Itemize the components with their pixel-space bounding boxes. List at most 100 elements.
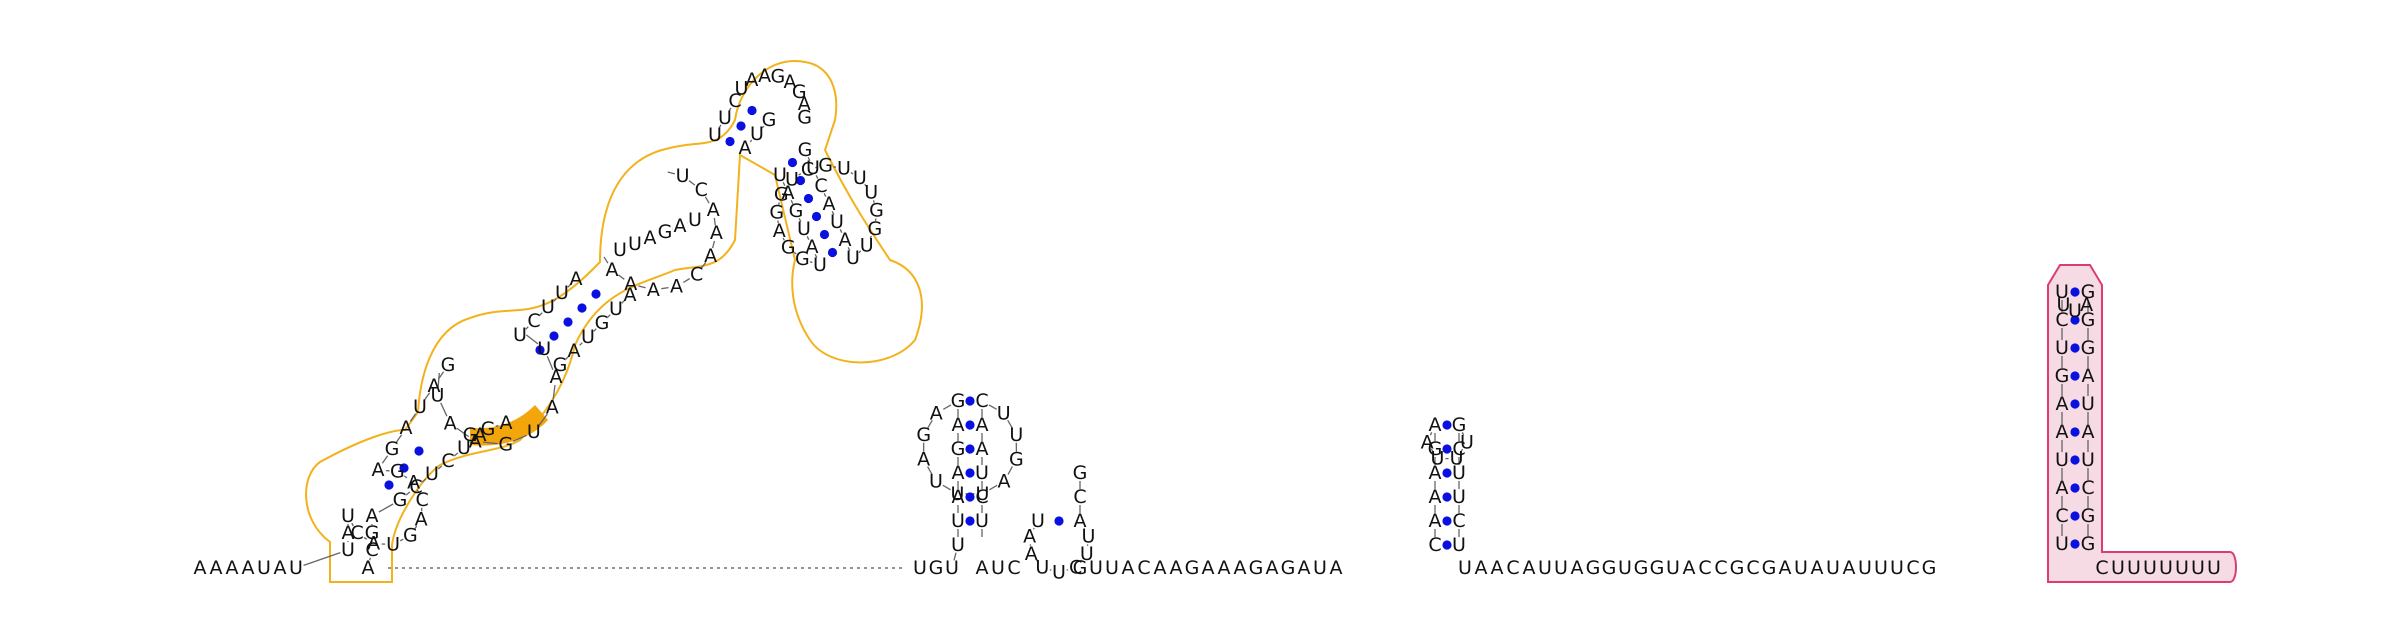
terminator-nucleotide: U xyxy=(2056,294,2070,316)
base-pair-dot xyxy=(577,303,587,313)
nucleotide: A xyxy=(930,402,943,424)
orange-nucleotide: G xyxy=(789,200,804,222)
five-prime-nucleotide: A xyxy=(226,557,239,579)
nucleotide: U xyxy=(929,470,943,492)
terminator-nucleotide: A xyxy=(2056,393,2069,415)
nucleotide: C xyxy=(1698,557,1711,579)
nucleotide: A xyxy=(917,449,930,471)
nucleotide: U xyxy=(1826,557,1840,579)
orange-nucleotide: U xyxy=(537,338,551,360)
backbone-link xyxy=(1083,527,1086,530)
base-pair-dot xyxy=(2070,287,2080,297)
nucleotide: A xyxy=(1571,557,1584,579)
terminator-nucleotide: G xyxy=(2081,309,2096,331)
orange-nucleotide: A xyxy=(806,236,819,258)
backbone-link xyxy=(989,484,998,491)
five-prime-nucleotide: A xyxy=(210,557,223,579)
backbone-link xyxy=(477,430,481,434)
nucleotide: G xyxy=(1922,557,1937,579)
nucleotide: U xyxy=(1450,448,1464,470)
backbone-link xyxy=(988,404,998,410)
nucleotide: A xyxy=(1843,557,1856,579)
orange-nucleotide: G xyxy=(393,489,408,511)
backbone-link xyxy=(858,250,862,254)
backbone-link xyxy=(688,180,696,186)
base-pair-dot xyxy=(819,229,830,240)
orange-nucleotide: G xyxy=(762,109,777,131)
nucleotide: A xyxy=(1170,557,1183,579)
terminator-nucleotide: G xyxy=(2055,365,2070,387)
nucleotide: U xyxy=(1618,557,1632,579)
backbone-link xyxy=(512,434,527,442)
backbone-link xyxy=(790,200,794,204)
base-pair-dot xyxy=(803,193,814,204)
terminator-nucleotide: U xyxy=(2143,557,2157,579)
nucleotide: G xyxy=(1073,557,1088,579)
backbone-link xyxy=(869,235,872,239)
orange-nucleotide: U xyxy=(676,165,690,187)
nucleotide: A xyxy=(1122,557,1135,579)
backbone-link xyxy=(839,229,843,233)
backbone-link xyxy=(700,261,707,269)
backbone-link xyxy=(405,491,411,496)
backbone-link xyxy=(815,175,819,179)
nucleotide: U xyxy=(1452,486,1466,508)
nucleotide: G xyxy=(951,390,966,412)
terminator-nucleotide: U xyxy=(2055,281,2069,303)
orange-nucleotide: C xyxy=(365,539,378,561)
orange-nucleotide: U xyxy=(750,123,764,145)
backbone-link xyxy=(303,551,341,567)
backbone-link xyxy=(1080,559,1083,562)
nucleotide: A xyxy=(1234,557,1247,579)
nucleotide: A xyxy=(1154,557,1167,579)
backbone-link xyxy=(381,455,389,464)
base-pair-dot xyxy=(736,121,746,131)
backbone-link xyxy=(1032,527,1035,530)
nucleotide: U xyxy=(975,462,989,484)
backbone-link xyxy=(403,475,408,479)
terminator-nucleotide: A xyxy=(2082,365,2095,387)
backbone-link xyxy=(525,326,529,330)
backbone-link xyxy=(453,452,459,457)
orange-nucleotide: U xyxy=(846,247,860,269)
nucleotide: C xyxy=(1137,557,1150,579)
base-pair-dot xyxy=(1054,516,1064,526)
orange-nucleotide: A xyxy=(758,65,771,87)
backbone-link xyxy=(638,285,646,289)
orange-nucleotide: A xyxy=(342,522,355,544)
five-prime-nucleotide: U xyxy=(257,557,271,579)
orange-nucleotide: U xyxy=(341,539,355,561)
nucleotide: A xyxy=(1491,557,1504,579)
terminator-nucleotide: A xyxy=(2056,477,2069,499)
backbone-link xyxy=(593,328,597,332)
nucleotide: U xyxy=(997,402,1011,424)
backbone-link xyxy=(621,300,625,304)
orange-nucleotide: A xyxy=(823,193,836,215)
nucleotide: G xyxy=(1009,449,1024,471)
base-pair-dot xyxy=(827,247,838,258)
base-pair-dot xyxy=(2070,511,2080,521)
backbone-link xyxy=(749,139,753,143)
backbone-link xyxy=(798,173,802,176)
backbone-link xyxy=(728,107,732,112)
nucleotide: C xyxy=(1714,557,1727,579)
orange-nucleotide: A xyxy=(670,276,683,298)
orange-nucleotide: C xyxy=(690,264,703,286)
orange-nucleotide: C xyxy=(441,450,454,472)
nucleotide: C xyxy=(1069,556,1082,578)
nucleotide: U xyxy=(1081,525,1095,547)
orange-nucleotide: U xyxy=(718,107,732,129)
orange-nucleotide: G xyxy=(771,66,786,88)
orange-nucleotide: G xyxy=(463,424,478,446)
terminator-nucleotide: U xyxy=(2127,557,2141,579)
backbone-link xyxy=(1035,559,1038,562)
backbone-link xyxy=(423,392,431,401)
orange-nucleotide: A xyxy=(469,430,482,452)
terminator-nucleotide: U xyxy=(2055,533,2069,555)
backbone-link xyxy=(414,525,418,530)
nucleotide: G xyxy=(1281,557,1296,579)
terminator-nucleotide: C xyxy=(2095,557,2108,579)
orange-nucleotide: A xyxy=(704,245,717,267)
nucleotide: A xyxy=(1330,557,1343,579)
five-prime-nucleotide: U xyxy=(289,557,303,579)
